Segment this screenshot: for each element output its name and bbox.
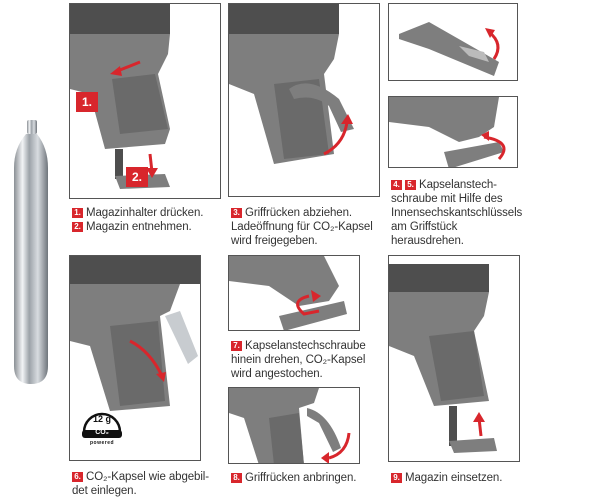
callout-step-2: 2. xyxy=(126,167,148,187)
co2-badge-label: powered xyxy=(89,440,115,446)
step-1-text: Magazinhalter drücken. xyxy=(86,207,204,219)
step-8-caption: 8.Griffrücken anbringen. xyxy=(231,471,381,485)
step-3-illustration xyxy=(228,3,380,197)
step-7-caption: 7.Kapselanstechschraube hinein drehen, C… xyxy=(231,339,381,381)
step-3-text: Griffrücken abziehen. Ladeöffnung für CO… xyxy=(231,207,373,247)
step-4-5-caption: 4.5.Kapselanstech-schraube mit Hilfe des… xyxy=(391,178,531,248)
co2-badge-gas: CO₂ xyxy=(95,429,109,436)
step-badge-4: 4. xyxy=(391,180,402,190)
step-2-text: Magazin entnehmen. xyxy=(86,221,192,233)
callout-step-1: 1. xyxy=(76,92,98,112)
step-6-text: CO₂-Kapsel wie abgebil-det einlegen. xyxy=(72,471,209,497)
step-9-text: Magazin einsetzen. xyxy=(405,472,503,484)
step-7-illustration xyxy=(228,255,360,331)
step-badge-3: 3. xyxy=(231,208,242,218)
step-badge-9: 9. xyxy=(391,473,402,483)
step-9-illustration xyxy=(388,255,520,462)
step-badge-8: 8. xyxy=(231,473,242,483)
step-4-5-text: Kapselanstech-schraube mit Hilfe des Inn… xyxy=(391,179,523,247)
step-badge-6: 6. xyxy=(72,472,83,482)
step-6-illustration: 12 g CO₂ powered xyxy=(69,255,201,461)
step-6-caption: 6.CO₂-Kapsel wie abgebil-det einlegen. xyxy=(72,470,212,498)
step-badge-7: 7. xyxy=(231,341,242,351)
step-9-caption: 9.Magazin einsetzen. xyxy=(391,471,541,485)
co2-badge-weight: 12 g xyxy=(92,414,111,424)
step-1-2-illustration: 1. 2. xyxy=(69,3,221,199)
step-5-illustration xyxy=(388,96,518,168)
co2-12g-powered-badge: 12 g CO₂ powered xyxy=(78,406,126,452)
step-8-illustration xyxy=(228,387,360,464)
step-7-text: Kapselanstechschraube hinein drehen, CO₂… xyxy=(231,340,366,380)
step-badge-1: 1. xyxy=(72,208,83,218)
step-1-2-caption: 1.Magazinhalter drücken. 2.Magazin entne… xyxy=(72,206,222,234)
co2-capsule-image xyxy=(6,118,56,388)
step-8-text: Griffrücken anbringen. xyxy=(245,472,357,484)
step-badge-2: 2. xyxy=(72,222,83,232)
step-4-illustration xyxy=(388,3,518,81)
step-3-caption: 3.Griffrücken abziehen. Ladeöffnung für … xyxy=(231,206,381,248)
step-badge-5: 5. xyxy=(405,180,416,190)
